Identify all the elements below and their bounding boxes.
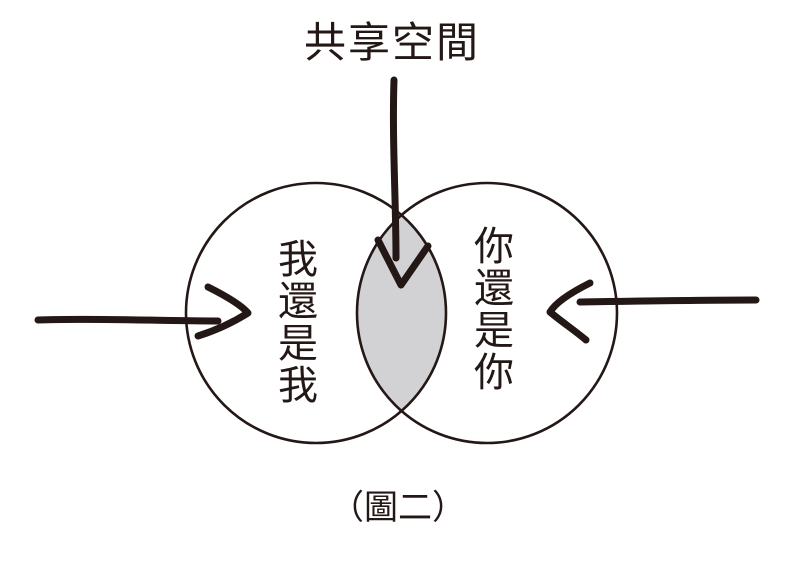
title-label: 共享空間 — [304, 18, 480, 67]
right-char-4: 你 — [474, 350, 514, 396]
right-arrow-shaft — [576, 296, 760, 306]
right-arrow — [546, 279, 760, 344]
left-char-4: 我 — [278, 363, 318, 409]
top-arrow — [374, 76, 432, 289]
left-char-3: 是 — [278, 321, 318, 367]
left-circle — [184, 181, 448, 445]
top-arrow-head — [374, 236, 432, 289]
right-arrow-head — [546, 279, 594, 344]
right-char-3: 是 — [474, 308, 514, 354]
left-char-1: 我 — [278, 237, 318, 283]
right-circle — [355, 181, 619, 445]
right-char-1: 你 — [474, 224, 514, 270]
top-arrow-shaft — [389, 76, 400, 262]
figure-caption: （圖二） — [330, 488, 466, 528]
left-arrow — [34, 283, 252, 340]
right-char-2: 還 — [474, 266, 514, 312]
right-vertical-text: 你 還 是 你 — [474, 224, 514, 396]
left-arrow-shaft — [34, 315, 222, 325]
left-arrow-head — [194, 283, 252, 340]
left-char-2: 還 — [278, 279, 318, 325]
left-vertical-text: 我 還 是 我 — [278, 237, 318, 409]
